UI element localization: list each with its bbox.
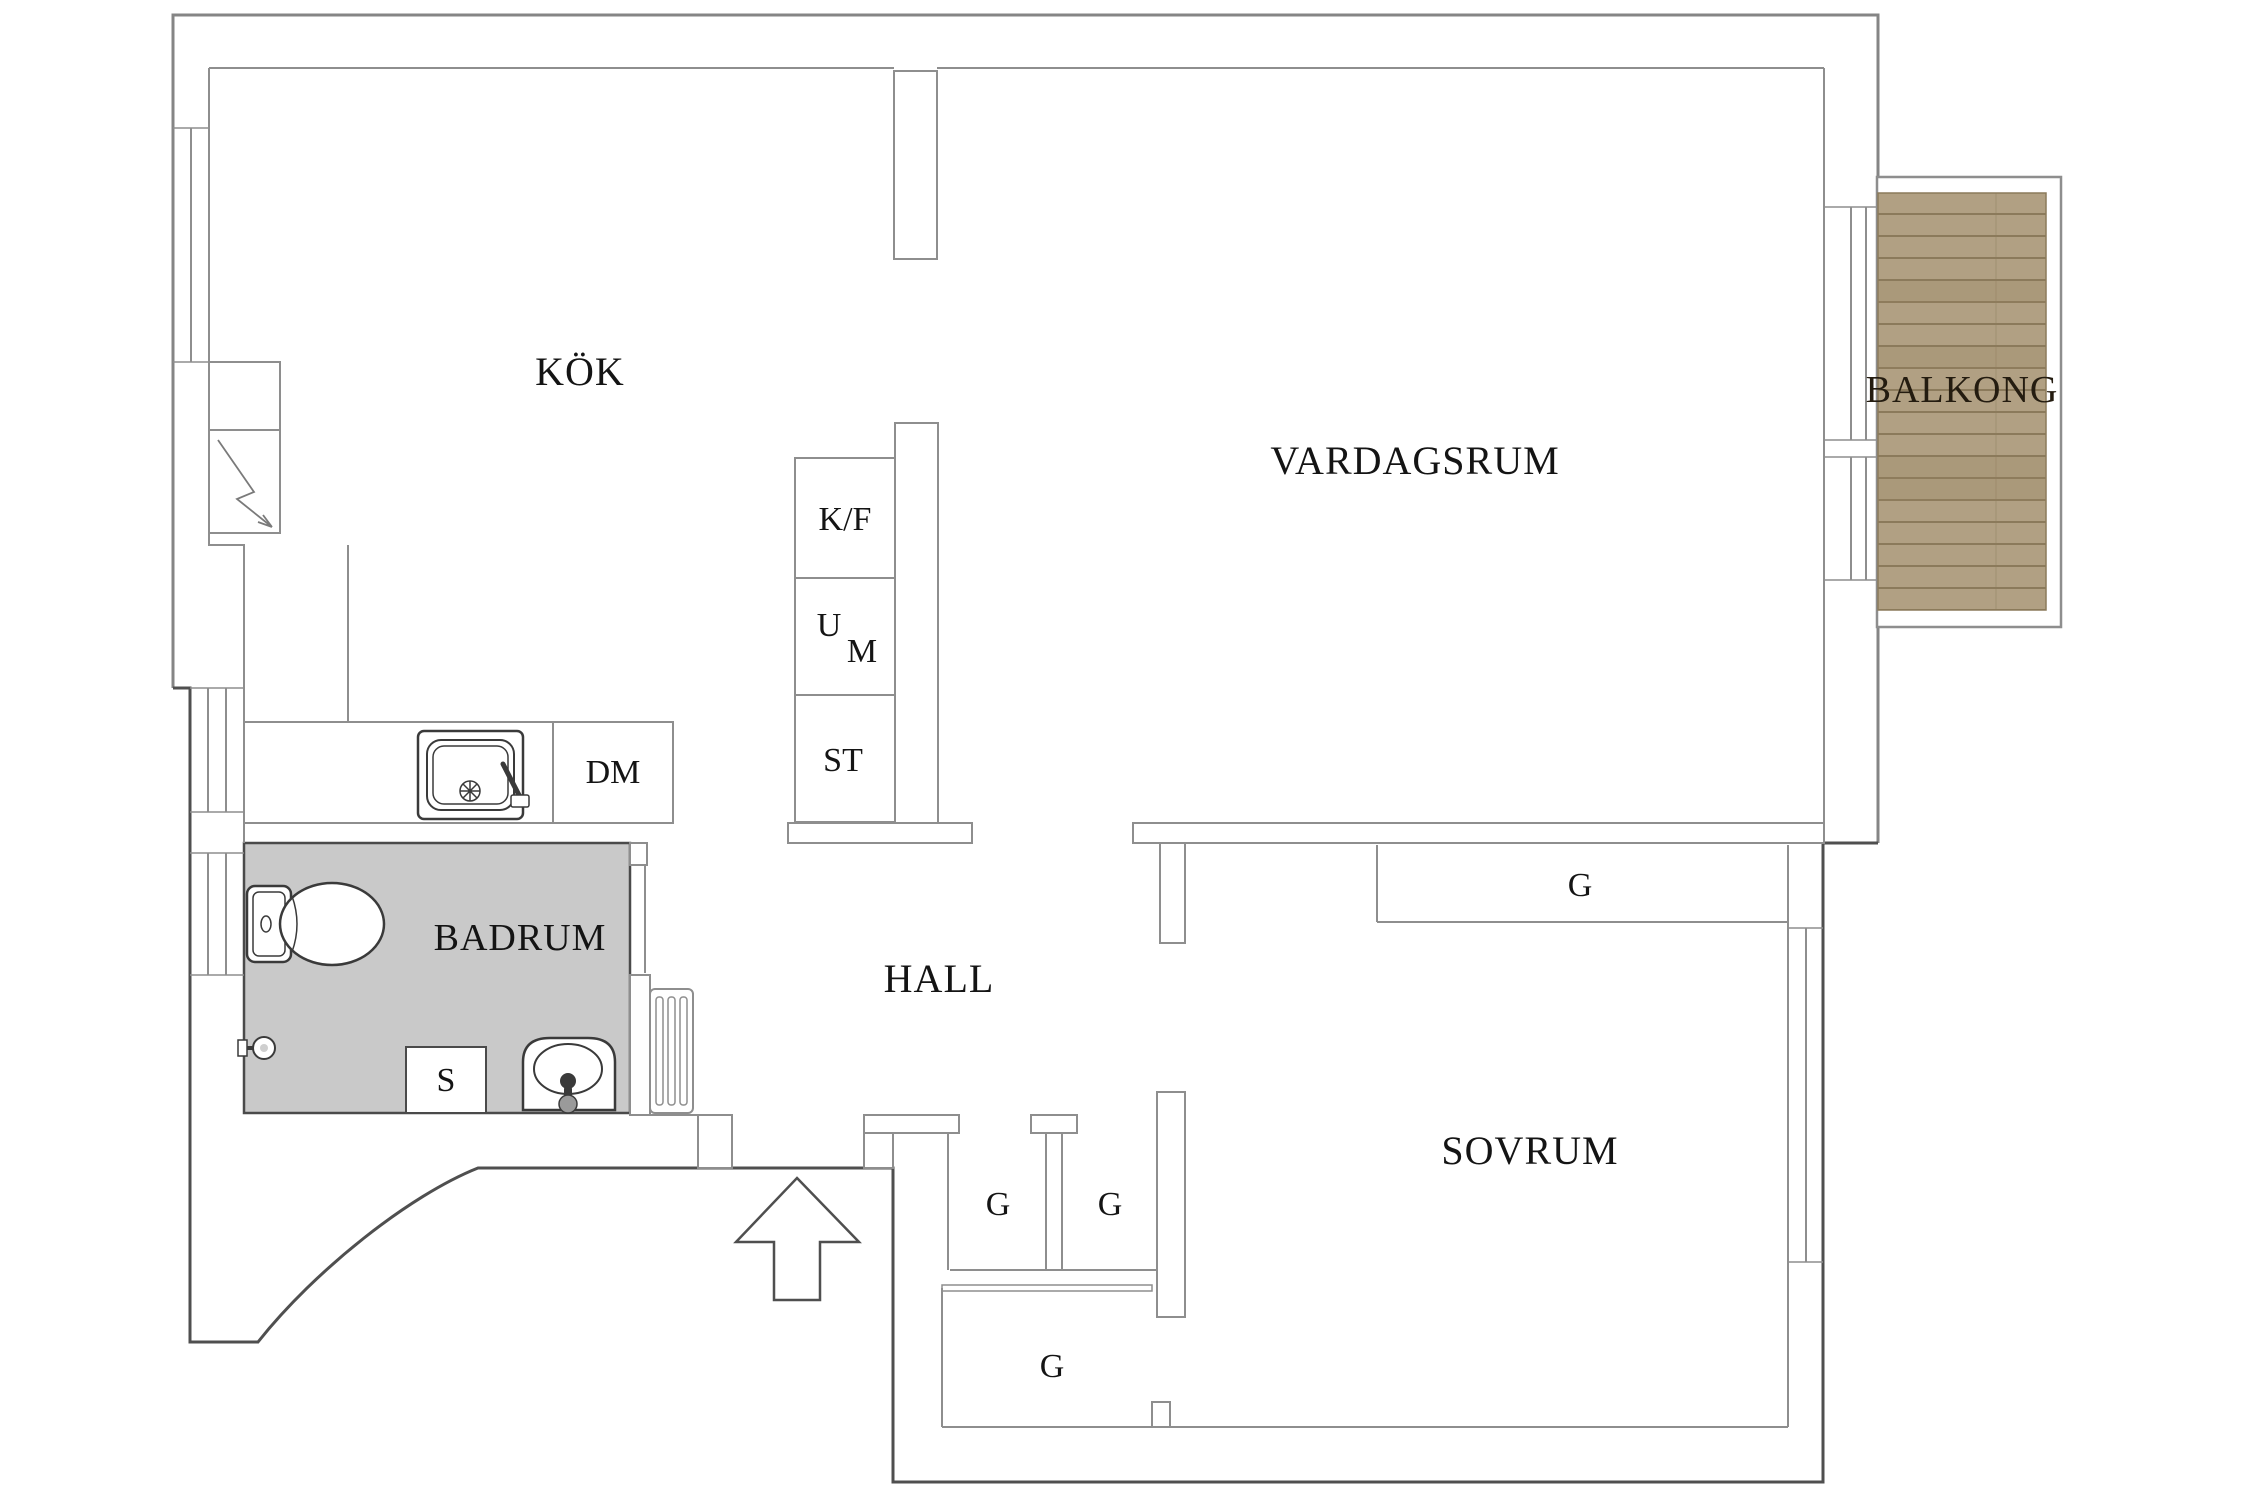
shower-mixer-icon <box>237 1036 276 1060</box>
outer-wall-bottom-left <box>173 686 1878 1484</box>
bedroom-closet <box>1376 845 1788 923</box>
wall-kitchen-livingroom-stub <box>893 70 938 260</box>
unit-label-s: S <box>437 1062 456 1099</box>
deck-shade-1 <box>1878 281 2046 303</box>
deck-shade-3 <box>1878 347 2046 369</box>
windows <box>173 127 1878 1263</box>
unit-label-st: ST <box>823 742 863 779</box>
closet-label-g-hall-2: G <box>1098 1186 1123 1223</box>
closet-header-left <box>863 1114 960 1134</box>
left-window-lower-2 <box>190 852 244 976</box>
washer-box <box>794 577 896 696</box>
entry-door-jamb-left <box>697 1114 733 1169</box>
entry-arrow-icon <box>733 1176 862 1302</box>
unit-label-m: M <box>847 633 877 670</box>
wall-bathroom-top-corner <box>629 842 648 866</box>
unit-label-dm: DM <box>586 754 641 791</box>
room-label-hall: HALL <box>884 956 995 1001</box>
toilet-icon <box>245 881 386 967</box>
closet-label-g-hall-3: G <box>1040 1348 1065 1385</box>
bedroom-window <box>1788 927 1823 1263</box>
balcony-deck <box>1877 192 2047 611</box>
wall-bedroom-door-jamb <box>1151 1401 1171 1428</box>
left-window-lower-1 <box>190 687 244 813</box>
kitchen-sink-icon <box>416 729 530 821</box>
kitchen-window <box>173 127 209 363</box>
interior-wall-lines <box>208 67 1825 1428</box>
kitchen-counter-upper <box>208 361 281 431</box>
kitchen-fittings <box>208 361 896 824</box>
fridge-freezer-box <box>794 457 896 579</box>
washbasin-icon <box>521 1036 617 1114</box>
wall-livingroom-bedroom <box>1132 822 1825 844</box>
tall-cabinet-box <box>794 694 896 823</box>
room-label-balkong: BALKONG <box>1866 369 2059 411</box>
hall-closets <box>941 1133 1157 1427</box>
radiator-icon <box>649 988 694 1114</box>
interior-walls <box>629 70 1825 1428</box>
outer-wall-top-right <box>171 13 1880 843</box>
stove-cabinet <box>208 429 281 534</box>
closet-label-g-bedroom: G <box>1568 867 1593 904</box>
deck-shade-2 <box>1878 457 2046 501</box>
wall-hall-bedroom-upper <box>1159 842 1186 944</box>
closet-divider <box>1045 1132 1063 1271</box>
wall-kitchen-hall <box>894 422 939 824</box>
livingroom-balcony-windows <box>1824 206 1878 581</box>
room-label-vardagsrum: VARDAGSRUM <box>1270 438 1559 483</box>
room-label-badrum: BADRUM <box>434 917 607 959</box>
bottom-closet-header <box>941 1284 1153 1292</box>
room-label-sovrum: SOVRUM <box>1441 1128 1618 1173</box>
closet-label-g-hall-1: G <box>986 1186 1011 1223</box>
wall-cap-kitchen <box>787 822 973 844</box>
labels: KÖK VARDAGSRUM BALKONG BADRUM HALL SOVRU… <box>434 349 2059 1385</box>
unit-label-kf: K/F <box>819 501 872 538</box>
balcony <box>1875 175 2063 629</box>
wall-bathroom-hall <box>629 974 651 1116</box>
stove-icon <box>217 439 273 528</box>
bathroom-unit-box <box>405 1046 487 1114</box>
appliance-column <box>794 457 896 823</box>
unit-label-u: U <box>817 607 842 644</box>
bathroom-fixtures <box>237 881 617 1114</box>
closet-header-right <box>1030 1114 1078 1134</box>
wall-hall-bedroom-lower <box>1156 1091 1186 1318</box>
room-label-kok: KÖK <box>535 349 625 394</box>
